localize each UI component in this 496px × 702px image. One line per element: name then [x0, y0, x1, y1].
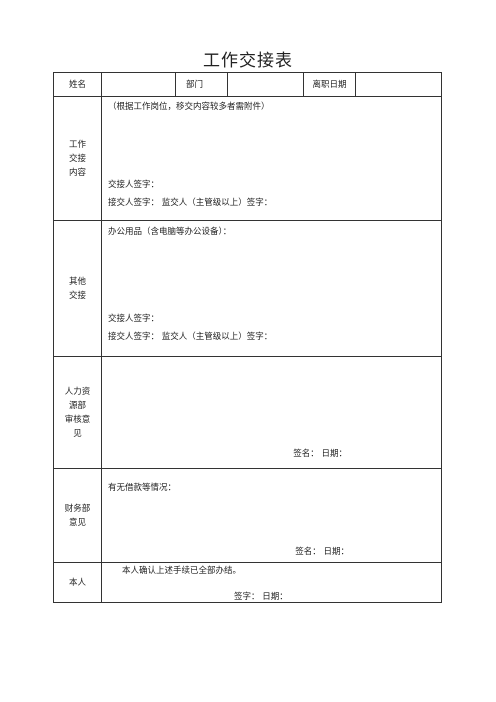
finance-content[interactable]: 有无借款等情况： 签名： 日期：: [101, 468, 442, 563]
self-label: 本人: [53, 562, 102, 603]
handover-form-table: 姓名 部门 离职日期 工作 交接 内容 （根据工作岗位，移交内容较多者需附件） …: [53, 72, 442, 603]
other-handover-sign: 交接人签字：: [108, 314, 160, 324]
dept-field[interactable]: [227, 72, 304, 97]
hr-sign-date: 签名： 日期：: [293, 449, 347, 459]
hr-review-row: 人力资 源部 审核意 见 签名： 日期：: [53, 356, 442, 469]
work-handover-label: 工作 交接 内容: [53, 96, 102, 221]
leave-date-field[interactable]: [355, 72, 442, 97]
other-handover-label: 其他 交接: [53, 220, 102, 357]
finance-sign-date: 签名： 日期：: [295, 547, 349, 557]
name-label: 姓名: [53, 72, 102, 97]
work-handover-content[interactable]: （根据工作岗位，移交内容较多者需附件） 交接人签字： 接交人签字： 监交人（主管…: [101, 96, 442, 221]
dept-label: 部门: [175, 72, 228, 97]
finance-row: 财务部 意见 有无借款等情况： 签名： 日期：: [53, 468, 442, 563]
leave-date-label: 离职日期: [303, 72, 356, 97]
name-field[interactable]: [101, 72, 176, 97]
self-confirm-row: 本人 本人确认上述手续已全部办结。 签字： 日期：: [53, 562, 442, 603]
work-handover-row: 工作 交接 内容 （根据工作岗位，移交内容较多者需附件） 交接人签字： 接交人签…: [53, 96, 442, 221]
self-sign-date: 签字： 日期：: [234, 592, 288, 602]
office-supplies-note: 办公用品（含电脑等办公设备）：: [108, 227, 232, 237]
work-handover-sign: 交接人签字：: [108, 180, 160, 190]
self-confirm-text: 本人确认上述手续已全部办结。: [122, 566, 242, 576]
self-confirm-content[interactable]: 本人确认上述手续已全部办结。 签字： 日期：: [101, 562, 442, 603]
header-row: 姓名 部门 离职日期: [53, 72, 442, 97]
other-handover-row: 其他 交接 办公用品（含电脑等办公设备）： 交接人签字： 接交人签字： 监交人（…: [53, 220, 442, 357]
work-receiver-sign: 接交人签字： 监交人（主管级以上）签字：: [108, 198, 273, 208]
loan-status-note: 有无借款等情况：: [108, 483, 177, 493]
finance-label: 财务部 意见: [53, 468, 102, 563]
hr-review-label: 人力资 源部 审核意 见: [53, 356, 102, 469]
hr-review-content[interactable]: 签名： 日期：: [101, 356, 442, 469]
other-handover-content[interactable]: 办公用品（含电脑等办公设备）： 交接人签字： 接交人签字： 监交人（主管级以上）…: [101, 220, 442, 357]
form-title: 工作交接表: [203, 51, 293, 71]
other-receiver-sign: 接交人签字： 监交人（主管级以上）签字：: [108, 332, 273, 342]
work-attachment-note: （根据工作岗位，移交内容较多者需附件）: [108, 102, 270, 112]
